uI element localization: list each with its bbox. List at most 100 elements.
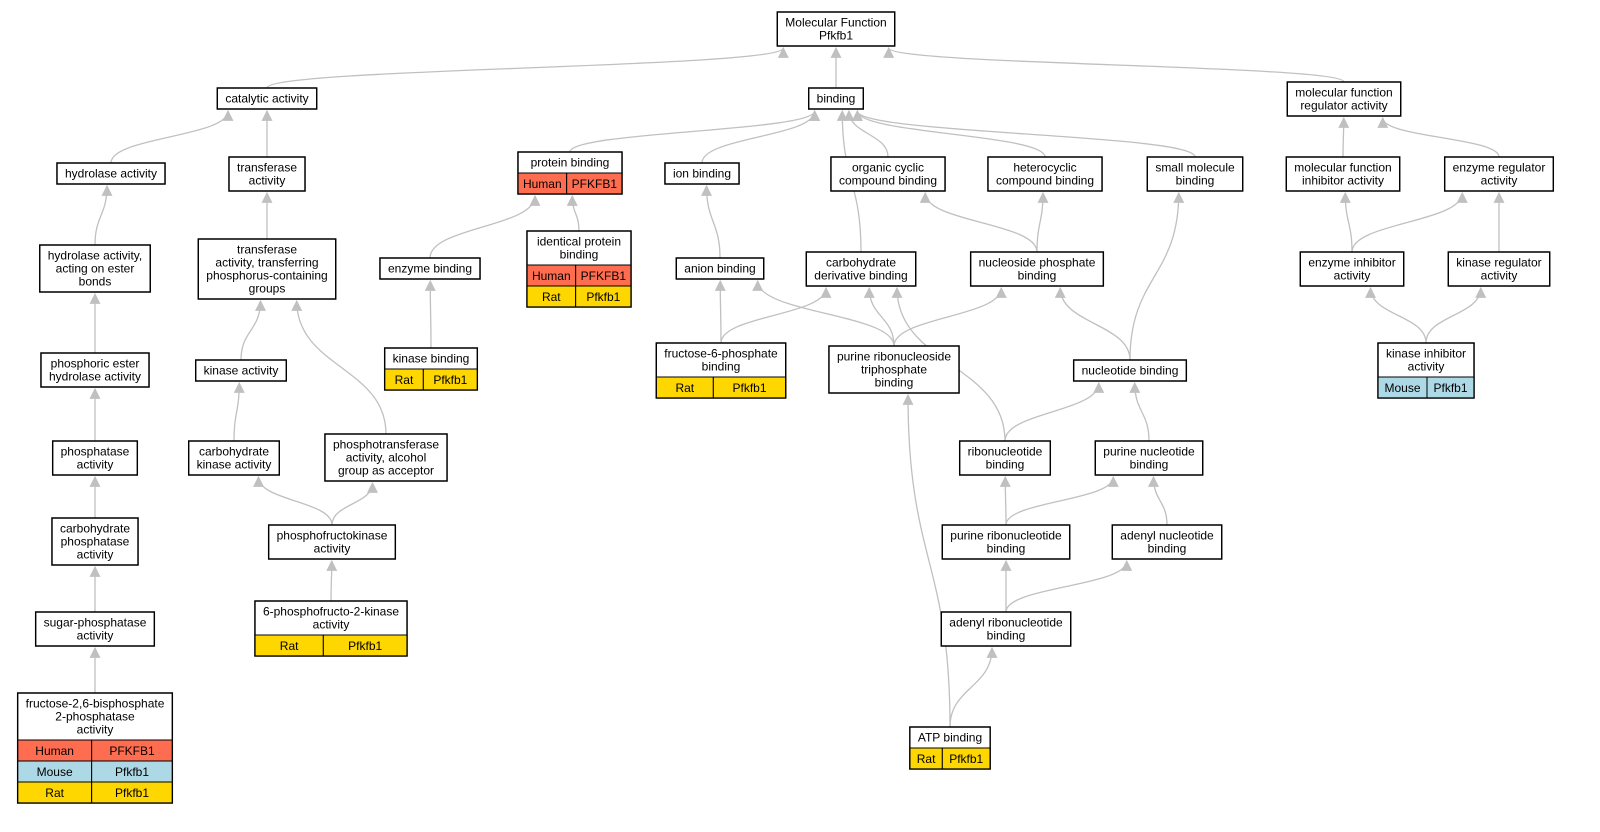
node-label: binding bbox=[817, 92, 856, 106]
node-label: groups bbox=[249, 282, 286, 296]
node-label: inhibitor activity bbox=[1302, 174, 1384, 188]
is-a-edge bbox=[1129, 191, 1185, 361]
node-label: binding bbox=[1176, 174, 1215, 188]
species-name: Human bbox=[532, 269, 571, 283]
node-label: kinase binding bbox=[393, 352, 470, 366]
node-label: fructose-2,6-bisphosphate bbox=[26, 697, 165, 711]
is-a-edge bbox=[752, 279, 895, 347]
gene-symbol: PFKFB1 bbox=[572, 177, 618, 191]
node-label: bonds bbox=[79, 275, 112, 289]
go-term-node[interactable]: catalytic activity bbox=[216, 87, 318, 110]
is-a-edge bbox=[424, 279, 436, 349]
node-label: activity bbox=[1408, 360, 1445, 374]
node-label: compound binding bbox=[996, 174, 1094, 188]
go-term-node[interactable]: nucleotide binding bbox=[1072, 359, 1188, 382]
node-label: carbohydrate bbox=[199, 445, 269, 459]
is-a-edge bbox=[949, 646, 998, 728]
is-a-edge bbox=[110, 109, 234, 164]
node-box bbox=[941, 524, 1071, 560]
node-label: purine ribonucleotide bbox=[950, 529, 1062, 543]
node-label: binding bbox=[875, 376, 914, 390]
node-label: ATP binding bbox=[918, 731, 982, 745]
node-label: activity bbox=[77, 629, 114, 643]
go-term-node[interactable]: ion binding bbox=[664, 162, 740, 185]
go-term-node[interactable]: binding bbox=[807, 87, 865, 110]
go-term-node[interactable]: anion binding bbox=[675, 257, 765, 280]
node-label: activity bbox=[314, 542, 351, 556]
node-label: activity bbox=[1334, 269, 1371, 283]
edge-layer bbox=[89, 46, 1505, 728]
node-label: activity bbox=[77, 723, 114, 737]
node-label: phosphatase bbox=[61, 445, 130, 459]
node-label: hydrolase activity bbox=[49, 370, 141, 384]
gene-symbol: Pfkfb1 bbox=[1433, 381, 1467, 395]
node-label: kinase activity bbox=[197, 458, 272, 472]
is-a-edge bbox=[1005, 559, 1133, 613]
node-label: phosphorus-containing bbox=[206, 269, 327, 283]
node-label: binding bbox=[1148, 542, 1187, 556]
node-label: nucleoside phosphate bbox=[979, 256, 1096, 270]
node-box bbox=[830, 156, 946, 192]
node-label: adenyl nucleotide bbox=[1120, 529, 1214, 543]
node-label: hydrolase activity bbox=[65, 167, 157, 181]
go-term-node[interactable]: enzyme binding bbox=[379, 257, 481, 280]
node-label: binding bbox=[702, 360, 741, 374]
node-box bbox=[940, 611, 1072, 647]
species-name: Rat bbox=[917, 752, 936, 766]
node-label: carbohydrate bbox=[826, 256, 896, 270]
go-term-node[interactable]: kinase activity bbox=[194, 359, 288, 382]
node-label: identical protein bbox=[537, 235, 621, 249]
go-term-node[interactable]: fructose-2,6-bisphosphate2-phosphataseac… bbox=[16, 692, 174, 804]
is-a-edge bbox=[1054, 286, 1131, 361]
node-label: purine ribonucleoside bbox=[837, 350, 951, 364]
species-name: Rat bbox=[45, 786, 64, 800]
species-name: Mouse bbox=[37, 765, 73, 779]
node-label: binding bbox=[1018, 269, 1057, 283]
node-label: compound binding bbox=[839, 174, 937, 188]
go-term-node[interactable]: hydrolase activity bbox=[56, 162, 166, 185]
node-label: acting on ester bbox=[56, 262, 135, 276]
is-a-edge bbox=[999, 475, 1011, 526]
node-label: phosphatase bbox=[61, 535, 130, 549]
node-label: activity bbox=[249, 174, 286, 188]
node-label: ion binding bbox=[673, 167, 731, 181]
node-label: ribonucleotide bbox=[968, 445, 1043, 459]
gene-symbol: Pfkfb1 bbox=[949, 752, 983, 766]
is-a-edge bbox=[863, 286, 895, 347]
